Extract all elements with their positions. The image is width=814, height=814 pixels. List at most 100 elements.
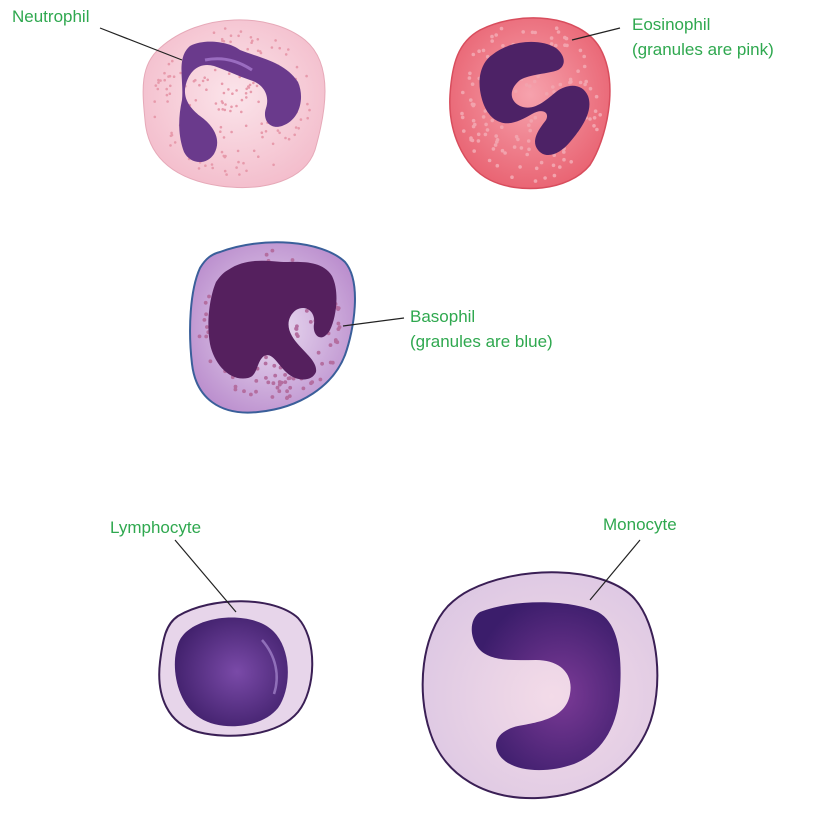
granule [264,362,268,366]
basophil-label: Basophil [410,306,475,328]
granule [265,130,268,133]
granule [257,155,260,158]
granule [293,134,296,137]
granule [295,327,299,331]
granule [562,158,566,162]
granule [520,146,524,150]
granule [510,175,514,179]
granule [225,173,228,176]
granule [167,75,170,78]
granule [235,89,238,92]
granule [278,132,281,135]
granule [271,46,274,49]
basophil-sublabel: (granules are blue) [410,331,553,353]
granule [166,100,169,103]
granule [317,351,321,355]
granule [569,78,573,82]
granule [203,318,207,322]
granule [494,134,498,138]
granule [249,393,253,397]
granule [513,145,517,149]
granule [554,44,558,48]
granule [171,60,174,63]
granule [598,113,602,117]
granule [249,84,252,87]
granule [494,143,498,147]
granule [276,386,280,390]
granule [595,128,599,132]
granule [230,106,233,109]
granule [224,103,227,106]
granule [501,44,505,48]
granule [477,133,481,137]
granule [553,174,557,178]
granule [250,36,253,39]
granule [528,84,532,88]
granule [221,100,224,103]
granule [297,127,300,130]
granule [168,63,171,66]
granule [337,306,341,310]
granule [496,164,500,168]
granule [223,92,226,95]
granule [337,322,341,326]
lymphocyte-nucleus [175,617,288,726]
granule [528,129,532,133]
granule [305,309,309,313]
granule [272,381,276,385]
granule [296,66,299,69]
granule [235,166,238,169]
granule [287,48,290,51]
granule [287,377,291,381]
granule [527,148,531,152]
granule [221,83,224,86]
granule [230,34,233,37]
granule [559,83,563,87]
granule [310,380,314,384]
granule [241,99,244,102]
granule [551,85,555,89]
granule [552,164,556,168]
granule [250,41,253,44]
granule [224,155,227,158]
granule [229,110,232,113]
eosinophil-label: Eosinophil [632,14,710,36]
granule [490,35,494,39]
granule [460,112,464,116]
granule [288,386,292,390]
granule [242,162,245,165]
granule [488,159,492,163]
granule [329,343,333,347]
granule [305,75,308,78]
granule [207,295,211,299]
neutrophil-label: Neutrophil [12,6,90,28]
granule [170,132,173,135]
granule [257,50,260,53]
granule [461,116,465,120]
granule [204,335,208,339]
granule [224,27,227,30]
granule [462,129,466,133]
granule [540,161,544,165]
granule [272,364,276,368]
granule [206,79,209,82]
monocyte-label: Monocyte [603,514,677,536]
granule [228,72,231,75]
granule [529,119,533,123]
granule [337,327,341,331]
granule [558,165,562,169]
granule [264,355,268,359]
granule [477,49,481,53]
granule [500,27,504,31]
lymphocyte-cell [159,601,312,736]
granule [245,88,248,91]
granule [157,88,160,91]
granule [214,69,217,72]
granule [482,49,486,53]
granule [198,84,201,87]
granule [588,117,592,121]
eosinophil-cell [450,18,610,189]
granule [545,92,549,96]
granule [500,125,504,129]
granule [257,38,260,41]
